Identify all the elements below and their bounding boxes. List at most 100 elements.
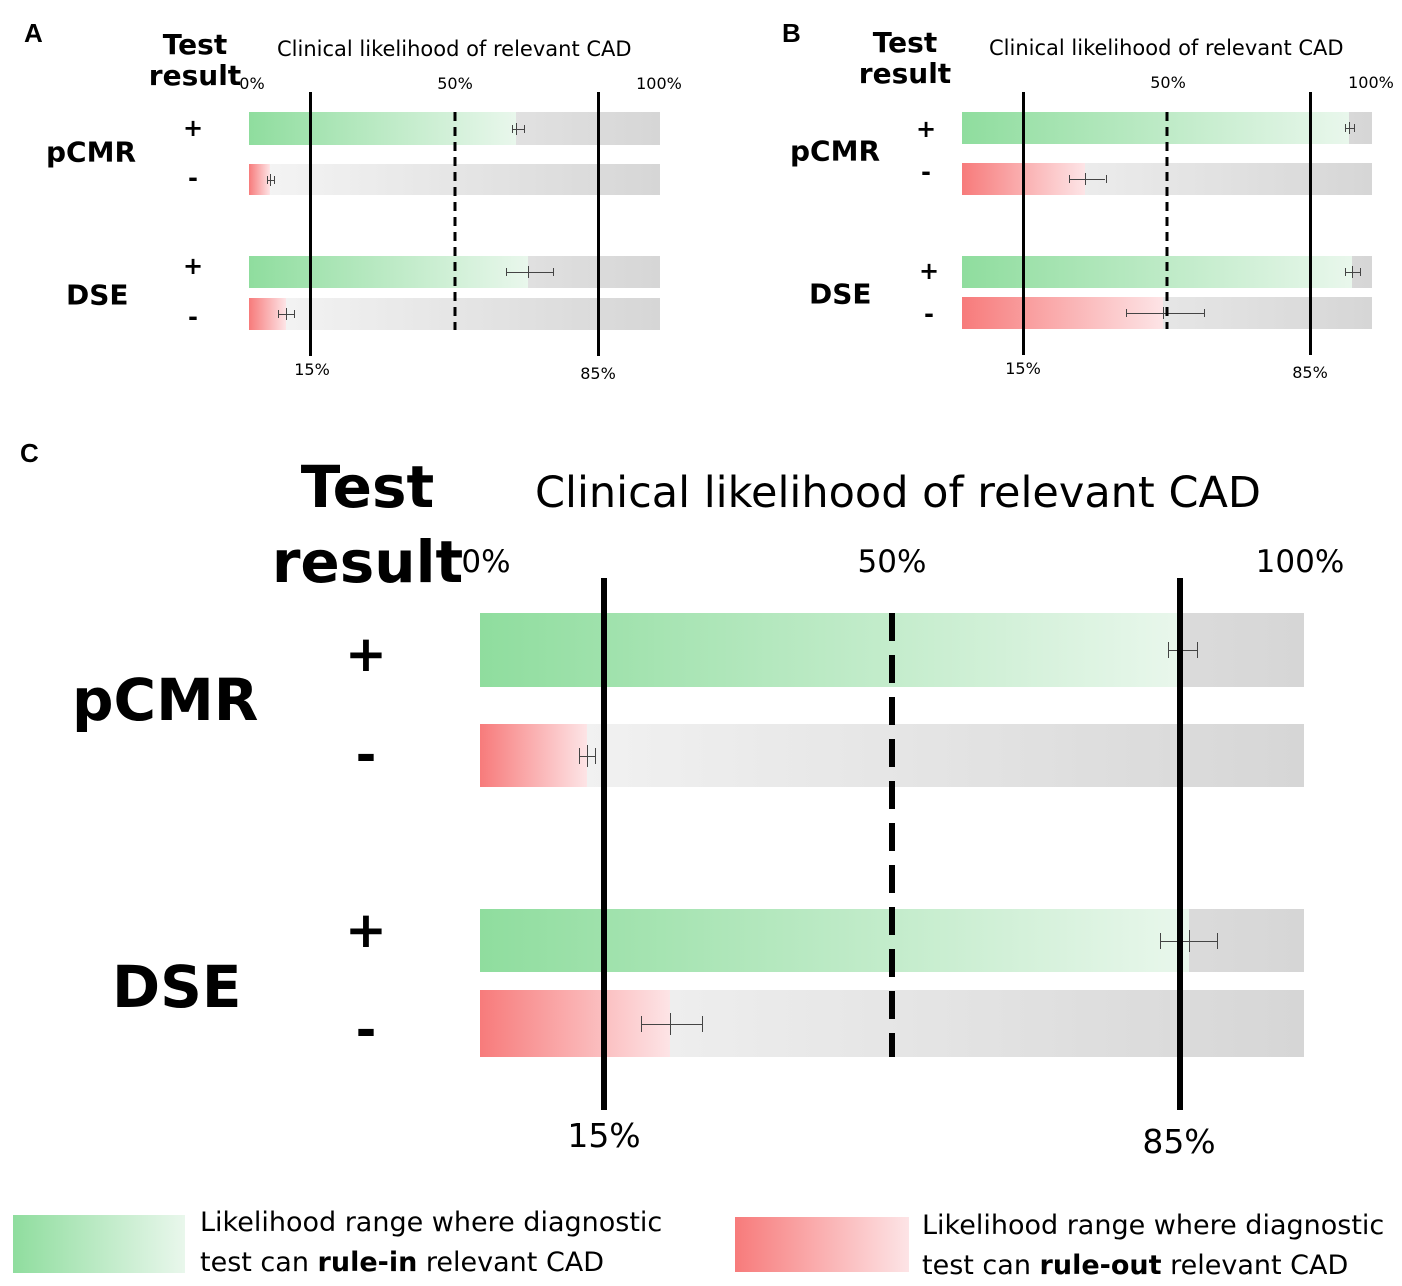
error-bar-point [516,123,518,135]
legend-line-2: test can rule-out relevant CAD [922,1246,1384,1286]
threshold-line-15 [309,92,313,356]
midpoint-dashed-line [889,613,895,1057]
legend-line-2-post: relevant CAD [417,1247,605,1278]
error-bar-cap [1203,309,1205,317]
error-bar-point [528,266,530,278]
error-bar-point [1085,173,1086,185]
sign-pcmr-neg: - [355,726,377,784]
error-bar-cap [1217,933,1219,949]
test-result-header: Test result [140,28,250,92]
tick-label-100: 100% [1255,544,1345,580]
midpoint-dashed-line [453,112,456,330]
error-bar [1068,179,1106,180]
panel-b: B Test result Clinical likelihood of rel… [0,0,1402,400]
error-bar-cap [1345,124,1347,132]
tick-label-15: 15% [1005,359,1041,378]
error-bar-cap [1345,268,1347,276]
header-line-1: Test [162,28,228,61]
legend-rule-in: Likelihood range where diagnostic test c… [0,1195,700,1281]
legend-line-2-post: relevant CAD [1161,1250,1349,1281]
error-bar [640,1024,703,1025]
error-bar [1126,313,1204,314]
tick-label-100: 100% [636,74,682,93]
error-bar-cap [553,268,555,276]
axis-title: Clinical likelihood of relevant CAD [989,36,1344,60]
legend-line-2-pre: test can [922,1250,1040,1281]
sign-pcmr-pos: + [915,115,937,143]
error-bar [505,272,554,273]
rule-in-range-fill [962,112,1350,144]
error-bar-cap [267,176,269,184]
tick-label-0: 0% [461,544,511,580]
rule-in-range-fill [962,256,1352,288]
panel-label: C [20,438,39,468]
threshold-line-85 [1177,578,1184,1110]
panel-a: A Test result Clinical likelihood of rel… [0,0,700,400]
legend-bold: rule-in [317,1247,418,1278]
sign-dse-neg: - [355,1001,377,1059]
legend-line-2-pre: test can [200,1247,318,1278]
header-line-1: Test [872,26,938,59]
likelihood-bar-dse-pos [249,256,660,288]
tick-label-85: 85% [580,364,616,383]
error-bar [267,180,274,181]
error-bar-point [1351,266,1353,278]
tick-label-0: 0% [239,74,265,93]
test-result-header: Test result [850,26,960,90]
test-name-dse: DSE [809,277,872,311]
likelihood-bar-dse-pos [962,256,1372,288]
threshold-line-15 [1022,92,1025,355]
rule-out-range-fill [480,724,588,787]
error-bar [512,129,525,130]
error-bar-cap [1196,642,1198,658]
sign-pcmr-neg: - [188,164,198,192]
error-bar-cap [1359,268,1361,276]
tick-label-15: 15% [567,1116,641,1155]
header-line-2: result [271,528,464,597]
rule-in-range-fill [480,909,1189,972]
test-result-header: Test result [270,450,465,601]
error-bar-cap [595,748,597,764]
error-bar-point [669,1012,671,1036]
legend-line-1: Likelihood range where diagnostic [200,1207,663,1238]
panel-c: C Test result Clinical likelihood of rel… [20,438,1345,1161]
legend-text-rule-out: Likelihood range where diagnostic test c… [922,1206,1384,1286]
error-bar-cap [277,310,279,318]
error-bar-cap [1105,175,1107,183]
midpoint-dashed-line [1165,112,1169,329]
threshold-line-85 [596,92,600,356]
test-name-dse: DSE [112,953,242,1021]
legend-text-rule-in: Likelihood range where diagnostic test c… [200,1203,662,1283]
error-bar-cap [273,176,275,184]
rule-in-range-fill [249,112,517,145]
error-bar-point [1349,122,1351,134]
rule-out-range-fill [480,990,670,1057]
error-bar-cap [1353,124,1355,132]
error-bar-point [1162,307,1164,319]
tick-label-85: 85% [1292,363,1328,382]
legend-line-1: Likelihood range where diagnostic [922,1210,1385,1241]
rule-in-range-fill [249,256,529,288]
header-line-2: result [858,56,952,90]
error-bar-cap [578,748,580,764]
test-name-pcmr: pCMR [790,134,881,168]
error-bar-point [285,308,287,320]
error-bar-point [1188,929,1190,953]
error-bar-cap [294,310,296,318]
rule-in-range-fill [480,613,1181,687]
sign-dse-neg: - [188,303,198,331]
panel-label: B [782,18,801,48]
error-bar-cap [640,1016,642,1032]
error-bar-cap [1159,933,1161,949]
threshold-line-15 [600,578,607,1110]
legend-bold: rule-out [1039,1250,1162,1281]
test-name-pcmr: pCMR [46,135,137,169]
tick-label-85: 85% [1142,1122,1216,1161]
error-bar [1345,272,1360,273]
axis-title: Clinical likelihood of relevant CAD [277,37,632,61]
error-bar-cap [1068,175,1070,183]
threshold-line-85 [1309,92,1312,355]
sign-dse-pos: + [345,901,387,959]
tick-label-50: 50% [1150,73,1186,92]
error-bar-point [269,174,271,186]
